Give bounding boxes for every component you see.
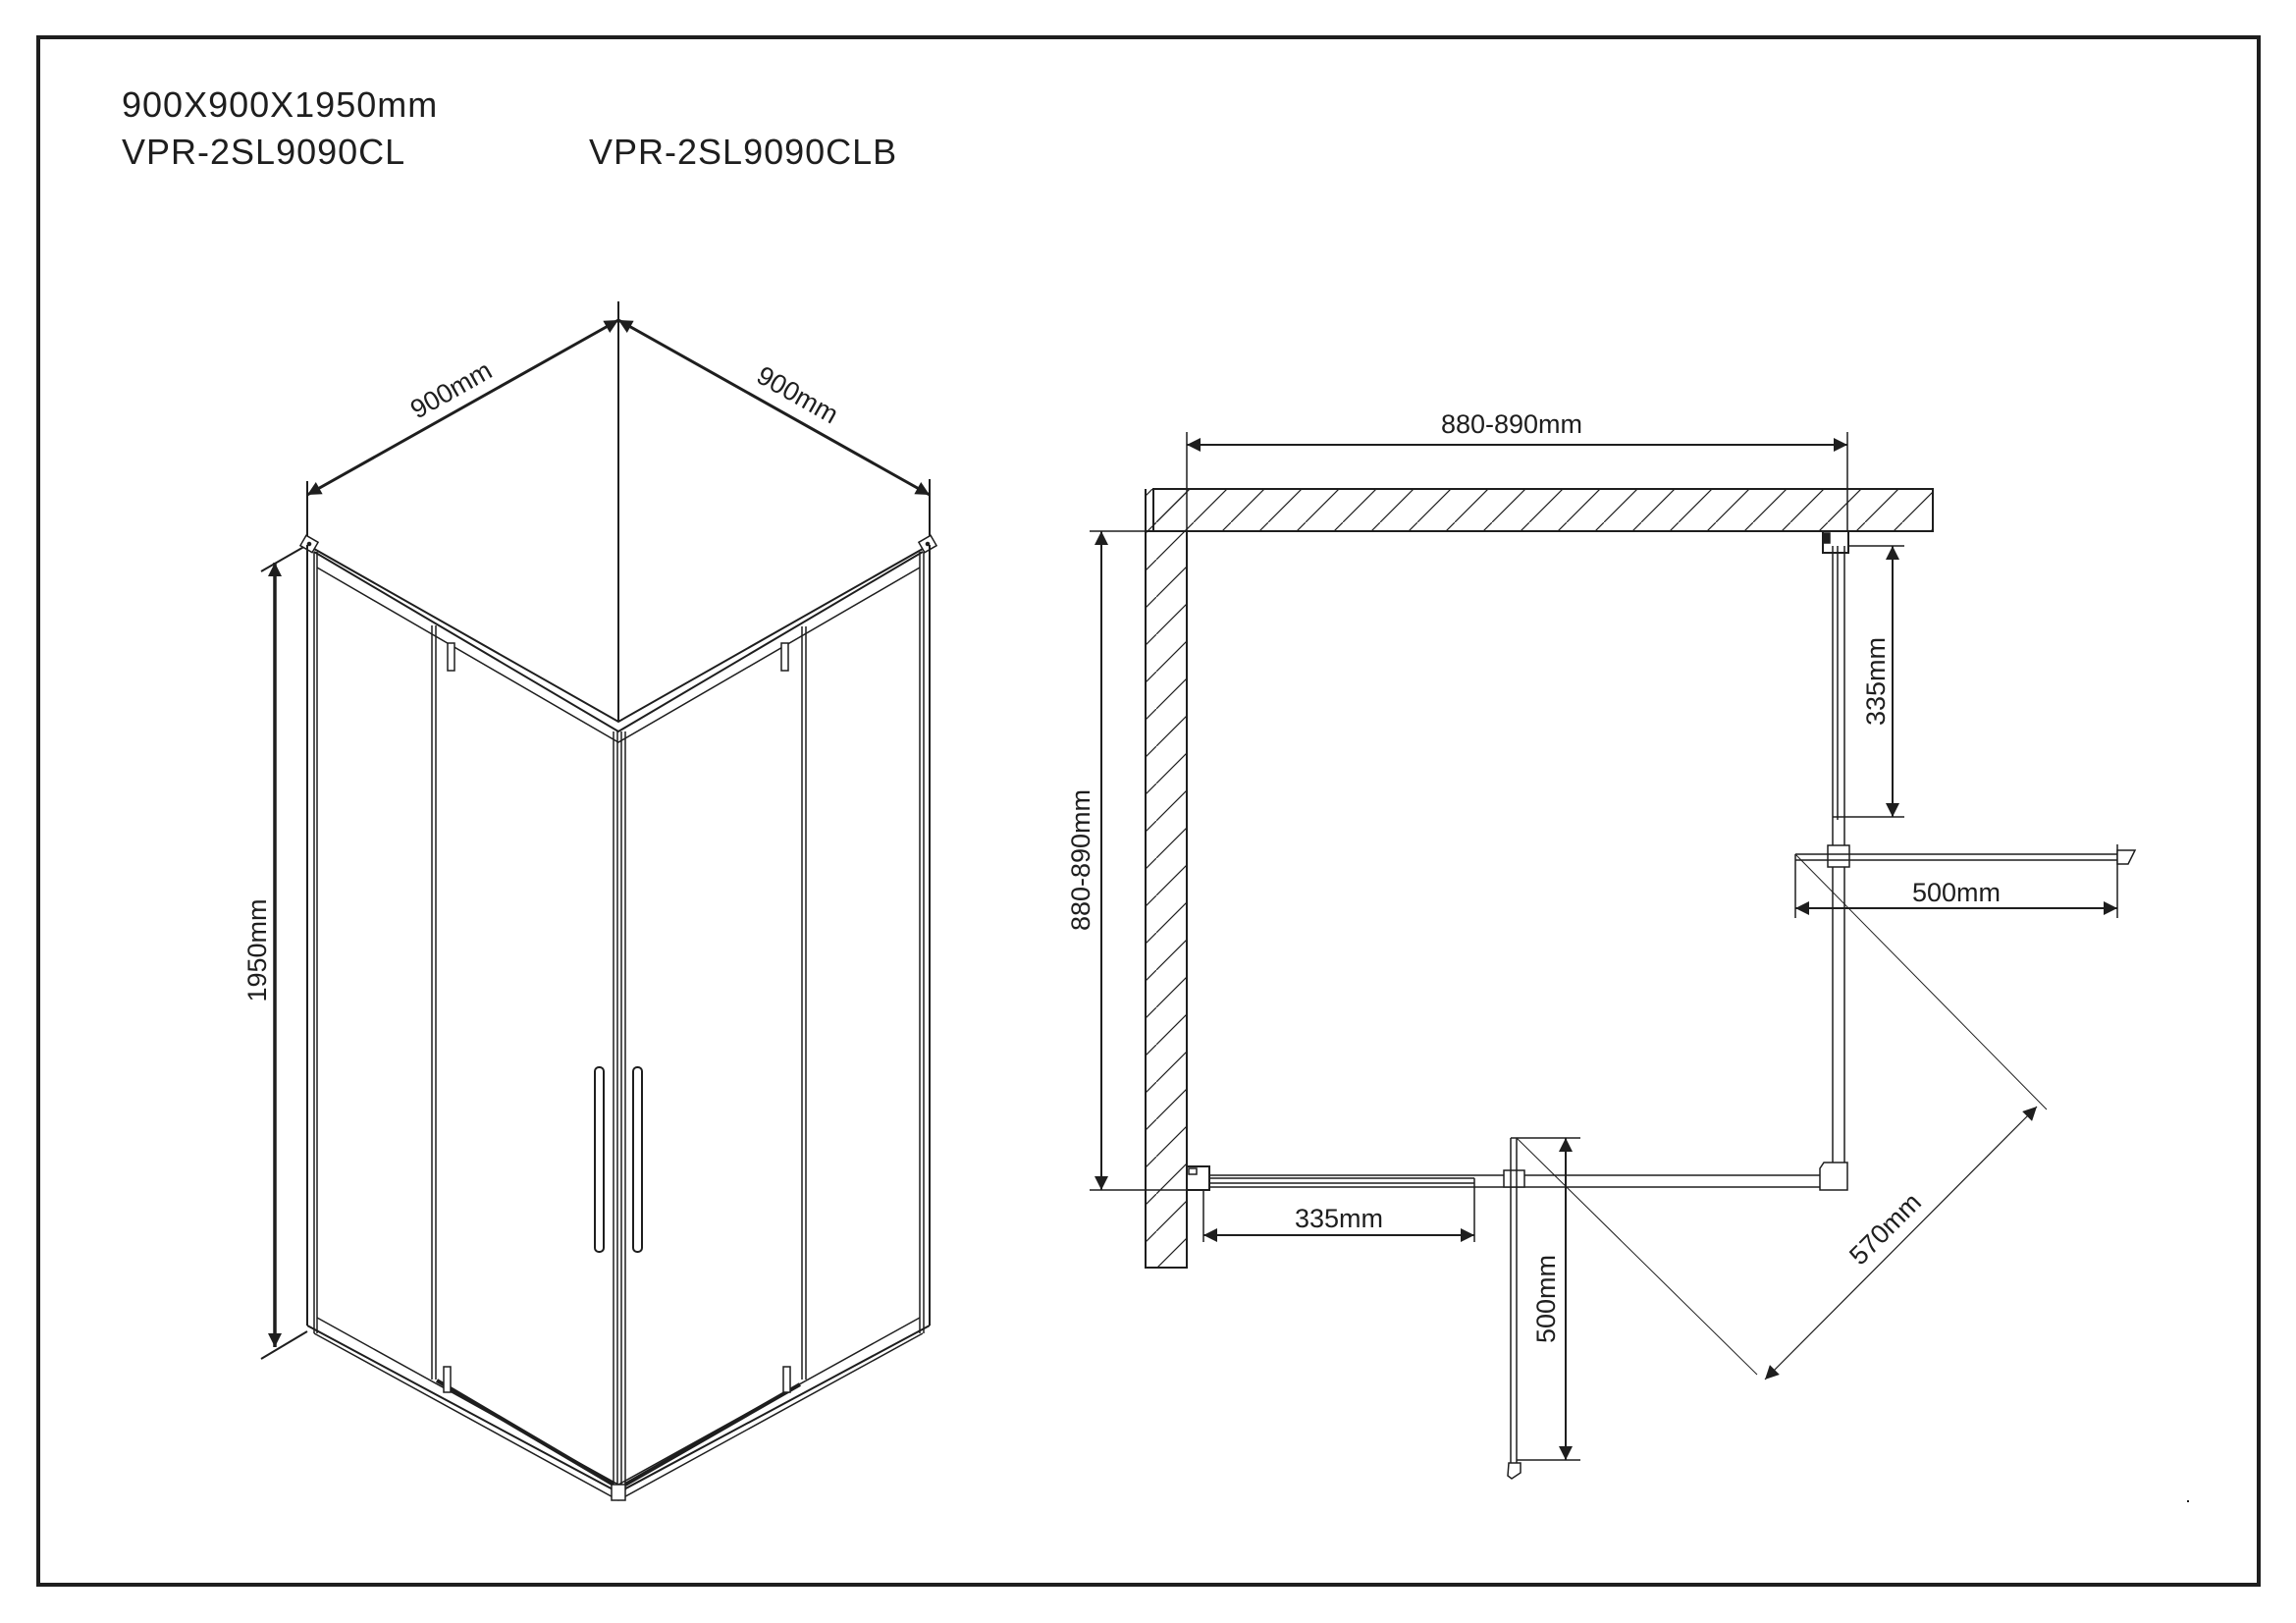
entry-diagonal-dimension-line [1764,1106,2038,1380]
top-opening-label: 880-890mm [1441,409,1582,439]
side-opening-label: 880-890mm [1066,789,1095,931]
door-swing-right-label: 500mm [1912,878,2001,907]
door-swing-bottom-label: 500mm [1531,1255,1561,1343]
wall-top [1152,488,1934,532]
model-number-clb: VPR-2SL9090CLB [589,132,898,172]
plan-view [1090,432,2137,1480]
fixed-panel-right-label: 335mm [1861,637,1891,726]
wall-left [1145,530,1188,1269]
handle-right [632,1066,643,1253]
sheet-border [36,35,2261,1587]
model-number-cl: VPR-2SL9090CL [122,132,406,172]
isometric-view [260,301,938,1501]
height-label: 1950mm [242,898,272,1001]
fixed-panel-bottom-label: 335mm [1295,1204,1383,1233]
handle-left [594,1066,605,1253]
width-left-dimension-line [306,318,619,497]
overall-dimensions-label: 900X900X1950mm [122,84,439,125]
width-right-dimension-line [617,318,931,497]
